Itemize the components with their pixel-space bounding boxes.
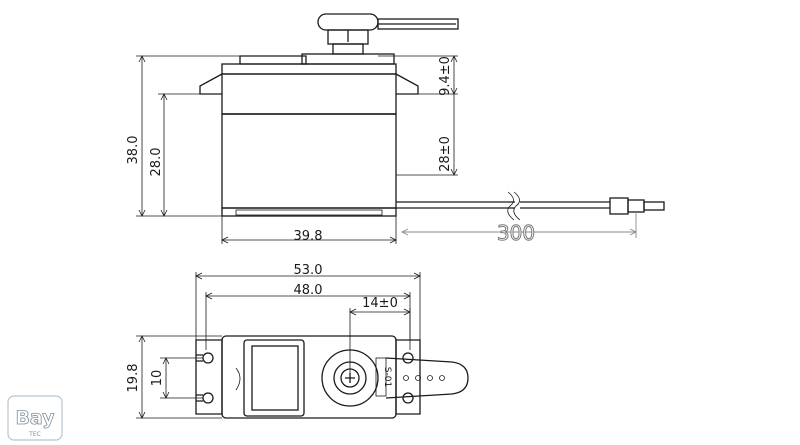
logo-subtext: TEC bbox=[28, 431, 41, 438]
side-view: 38.0 28.0 9.4±0 28±0 bbox=[126, 13, 665, 246]
dimension-overall-length bbox=[195, 272, 421, 340]
dimension-case-height-right bbox=[396, 94, 458, 176]
label-plate bbox=[243, 339, 305, 417]
dim-label-total-height: 38.0 bbox=[126, 136, 141, 165]
dim-label-spline-offset: 14±0 bbox=[362, 296, 398, 311]
dim-label-case-height-right: 28±0 bbox=[438, 136, 453, 172]
dimension-spline-offset bbox=[349, 308, 411, 380]
part-label: S-01 bbox=[382, 367, 392, 387]
dim-label-hole-spacing: 10 bbox=[150, 370, 165, 387]
dimension-cable-length bbox=[400, 212, 638, 238]
baytec-logo: Bay TEC bbox=[7, 395, 63, 441]
dimension-case-height bbox=[158, 93, 200, 217]
gear-housing bbox=[321, 349, 379, 407]
mount-hole bbox=[402, 392, 414, 404]
servo-arm-top bbox=[385, 357, 469, 399]
dim-label-case-height: 28.0 bbox=[149, 148, 164, 177]
mount-hole bbox=[202, 352, 214, 364]
dimension-top-width bbox=[136, 335, 222, 419]
dim-label-width: 39.8 bbox=[294, 229, 323, 244]
dim-label-horn-offset: 9.4±0 bbox=[438, 56, 453, 96]
top-view: 53.0 48.0 14±0 bbox=[126, 263, 469, 419]
dim-label-overall-length: 53.0 bbox=[294, 263, 323, 278]
dim-label-top-width: 19.8 bbox=[126, 364, 141, 393]
mount-hole bbox=[402, 352, 414, 364]
spline-screw-icon bbox=[345, 373, 355, 383]
servo-cable bbox=[396, 191, 665, 221]
dim-label-cable-length: 300 bbox=[497, 221, 535, 245]
servo-case-side bbox=[199, 55, 419, 217]
mount-hole bbox=[202, 392, 214, 404]
connector-plug bbox=[609, 197, 629, 215]
dimension-hole-spacing bbox=[160, 357, 203, 399]
dimension-width bbox=[221, 216, 397, 244]
servo-horn-side bbox=[301, 13, 459, 65]
logo-text: Bay bbox=[15, 407, 55, 429]
dim-label-mount-spacing: 48.0 bbox=[294, 283, 323, 298]
dimension-total-height bbox=[136, 55, 240, 217]
servo-case-top bbox=[195, 335, 421, 419]
